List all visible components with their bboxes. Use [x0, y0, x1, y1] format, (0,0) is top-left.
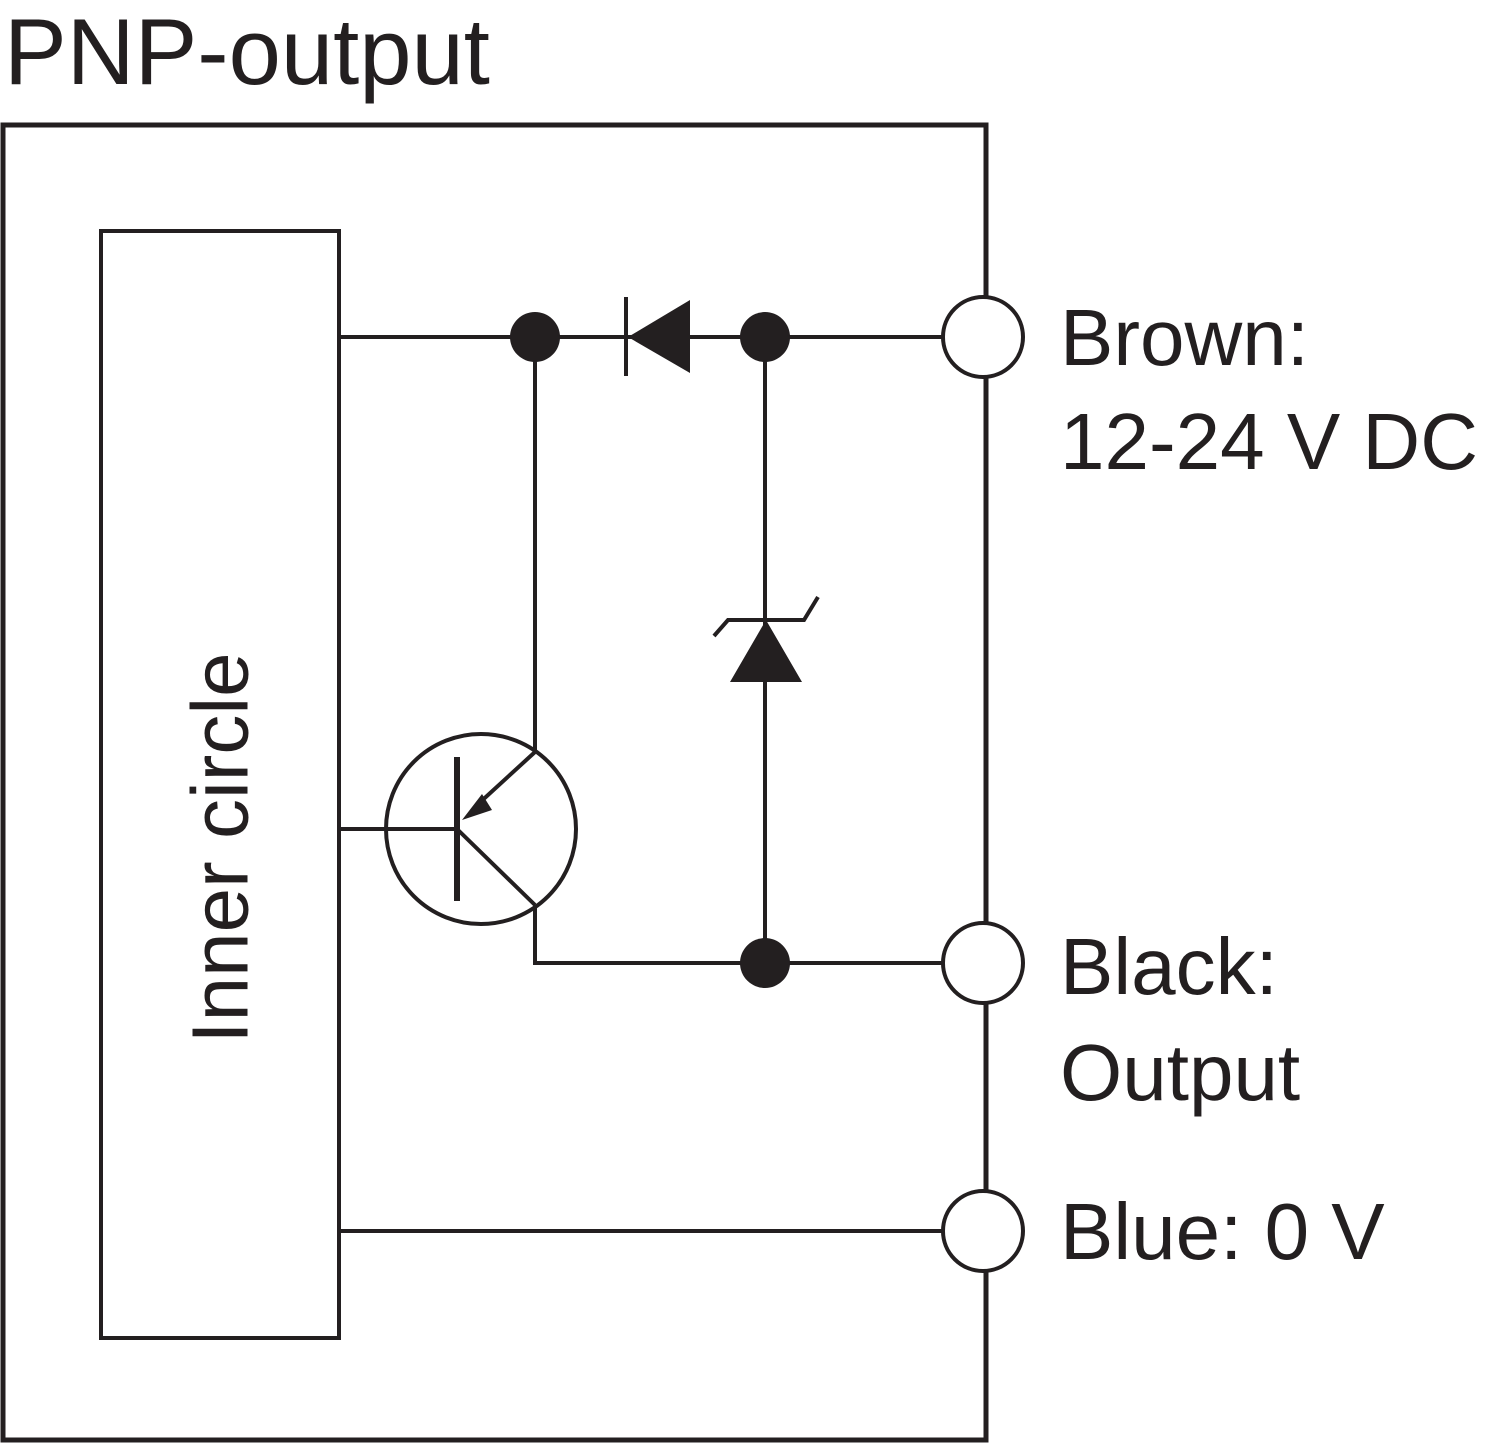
terminal-black [941, 921, 1025, 1005]
inner-circle-label: Inner circle [176, 652, 265, 1043]
brown-label-line2: 12-24 V DC [1060, 397, 1478, 486]
junction-dot [740, 312, 790, 362]
diagram-title: PNP-output [4, 0, 490, 104]
junction-dots [510, 312, 790, 988]
inner-circle-block [99, 229, 341, 1340]
black-label-line1: Black: [1060, 922, 1278, 1011]
sensor-housing-box [0, 122, 989, 1443]
terminal-blue [941, 1189, 1025, 1273]
output-wire [533, 903, 946, 965]
blue-label: Blue: 0 V [1060, 1187, 1385, 1276]
pnp-transistor-icon [339, 732, 578, 926]
zener-diode-icon [712, 595, 820, 682]
junction-dot [740, 938, 790, 988]
junction-dot [510, 312, 560, 362]
series-diode-icon [624, 297, 690, 376]
terminal-brown [941, 295, 1025, 379]
brown-label-line1: Brown: [1060, 293, 1309, 382]
black-label-line2: Output [1060, 1028, 1300, 1117]
